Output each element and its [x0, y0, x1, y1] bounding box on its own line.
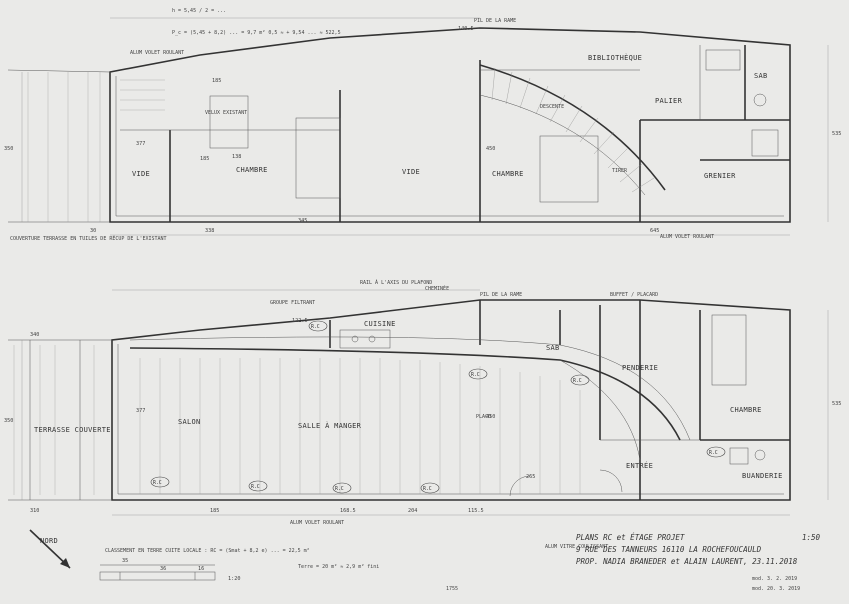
rc-tag-4: R.C: [423, 486, 432, 492]
dim-upper-bottom-2: 338: [205, 228, 214, 234]
rc-tag-2: R.C: [251, 484, 260, 490]
room-label-salon: SALON: [178, 418, 201, 426]
rc-tag-3: R.C: [335, 486, 344, 492]
title-block: PLANS RC et ÉTAGE PROJET 1:50 9 RUE DES …: [576, 533, 821, 592]
room-label-entree: ENTRÉE: [626, 461, 653, 470]
rc-tag-6: R.C: [471, 372, 480, 378]
dim-lower-left-height: 350: [4, 418, 13, 424]
upper-floor-plan: [7, 17, 829, 236]
dim-upper-bottom-4: 645: [650, 228, 659, 234]
detail-strip: [99, 564, 216, 581]
note-tirer: TIRER: [612, 168, 628, 174]
note-pil-rame-lower: PIL DE LA RAME: [480, 292, 522, 298]
strip-dim-1: 35: [122, 558, 128, 564]
note-alu-volet-upper-2: ALUM VOLET ROULANT: [660, 234, 714, 240]
title-line-1: PLANS RC et ÉTAGE PROJET: [576, 533, 685, 542]
title-scale: 1:50: [802, 533, 821, 542]
note-couverture: COUVERTURE TERRASSE EN TUILES DE RÉCUP D…: [10, 234, 167, 242]
note-pil-rame-upper: PIL DE LA RAME: [474, 18, 516, 24]
room-label-sab-upper: SAB: [754, 72, 768, 80]
note-descente: DESCENTE: [540, 104, 564, 110]
room-label-grenier: GRENIER: [704, 172, 736, 180]
dim-upper-top-1: 140.5: [458, 26, 474, 32]
title-date-2: mod. 20. 3. 2019: [752, 586, 800, 592]
room-label-chambre-lower: CHAMBRE: [730, 406, 762, 414]
note-rail: RAIL À L'AXIS DU PLAFOND: [360, 279, 432, 286]
calc-line-2: Terre = 20 m² ≈ 2,9 m² fini: [298, 564, 379, 570]
title-date-1: mod. 3. 2. 2019: [752, 576, 797, 582]
room-label-salle-a-manger: SALLE À MANGER: [298, 421, 362, 430]
note-alu-volet-upper: ALUM VOLET ROULANT: [130, 50, 184, 56]
note-groupe-filtrant: GROUPE FILTRANT: [270, 300, 315, 306]
dim-lower-top-2: 122.5: [292, 318, 308, 324]
dim-upper-top-2: 185: [212, 78, 221, 84]
formula-upper-2: P_c = (5,45 + 8,2) ... = 9,7 m² 0,5 ≈ + …: [172, 30, 341, 36]
dim-lower-right-height: 535: [832, 401, 841, 407]
sheet-number: 1755: [446, 586, 458, 592]
strip-scale: 1:20: [228, 576, 241, 582]
room-label-terrasse: TERRASSE COUVERTE: [34, 426, 111, 434]
room-label-chambre-upper: CHAMBRE: [236, 166, 268, 174]
dim-lower-mid-2: 450: [486, 414, 495, 420]
dim-lower-bottom-3: 168.5: [340, 508, 356, 514]
strip-dim-3: 16: [198, 566, 204, 572]
dim-lower-bottom-5: 115.5: [468, 508, 484, 514]
room-label-palier: PALIER: [655, 97, 683, 105]
room-label-chambre-2: CHAMBRE: [492, 170, 524, 178]
rc-tag-1: R.C: [153, 480, 162, 486]
dim-upper-mid-2: 185: [200, 156, 209, 162]
room-label-vide-2: VIDE: [402, 168, 420, 176]
rc-tag-7: R.C: [573, 378, 582, 384]
note-velux: VELUX EXISTANT: [205, 110, 247, 116]
rc-tags: R.C R.C R.C R.C R.C R.C R.C R.C: [150, 320, 726, 494]
dim-upper-right-height: 535: [832, 131, 841, 137]
note-alu-volet-lower: ALUM VOLET ROULANT: [290, 520, 344, 526]
note-buffet: BUFFET / PLACARD: [610, 292, 658, 298]
dim-lower-mid-1: 377: [136, 408, 145, 414]
note-alu-vitre: ALUM VITRE COULISSANT: [545, 544, 608, 550]
north-label: NORD: [40, 537, 58, 545]
strip-dim-2: 36: [160, 566, 166, 572]
dim-upper-bottom-1: 30: [90, 228, 96, 234]
dim-lower-bottom-1: 310: [30, 508, 39, 514]
dim-lower-mid-3: 265: [526, 474, 535, 480]
formula-upper-1: h = 5,45 / 2 = ...: [172, 8, 226, 14]
room-label-sab-lower: SAB: [546, 344, 560, 352]
dim-upper-mid-4: 450: [486, 146, 495, 152]
rc-tag-8: R.C: [709, 450, 718, 456]
dim-upper-mid-1: 377: [136, 141, 145, 147]
title-line-2: 9 RUE DES TANNEURS 16110 LA ROCHEFOUCAUL…: [576, 545, 762, 554]
ground-floor-plan: [8, 289, 829, 516]
dim-lower-bottom-2: 185: [210, 508, 219, 514]
room-label-buanderie: BUANDERIE: [742, 472, 783, 480]
dim-upper-bottom-3: 345: [298, 218, 307, 224]
title-line-3: PROP. NADIA BRANEDER et ALAIN LAURENT, 2…: [576, 557, 798, 566]
note-placo: PLACO: [476, 414, 491, 420]
calc-line-1: CLASSEMENT EN TERRE CUITE LOCALE : RC = …: [105, 548, 310, 554]
rc-tag-5: R.C: [311, 324, 320, 330]
room-label-bibliotheque: BIBLIOTHÈQUE: [588, 53, 642, 62]
room-label-vide-1: VIDE: [132, 170, 150, 178]
dim-lower-top-1: 340: [30, 332, 39, 338]
note-cheminee: CHEMINÉE: [425, 284, 449, 292]
dim-upper-mid-3: 138: [232, 154, 241, 160]
dim-lower-bottom-4: 204: [408, 508, 417, 514]
room-label-cuisine: CUISINE: [364, 320, 396, 328]
room-label-penderie: PENDERIE: [622, 364, 658, 372]
north-arrow: [29, 529, 71, 569]
dim-upper-left-height: 350: [4, 146, 13, 152]
